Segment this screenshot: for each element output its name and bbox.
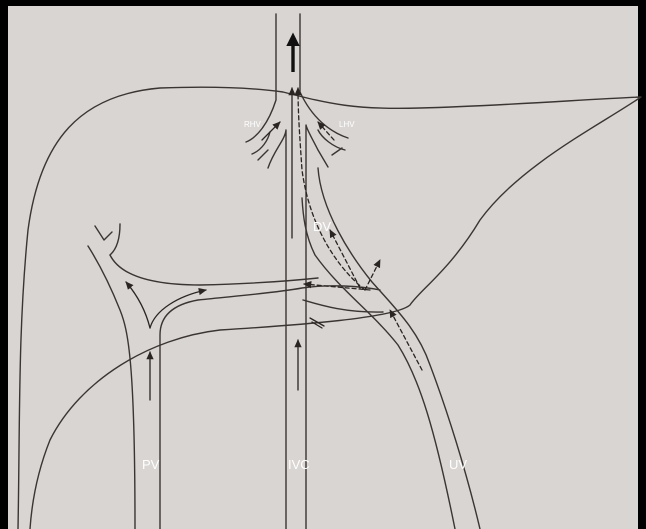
paper-background (8, 6, 638, 529)
rhv-label: RHV (244, 120, 262, 129)
lhv-label: LHV (339, 120, 355, 129)
uv-label: UV (449, 457, 467, 472)
dv-label: DV (313, 219, 331, 234)
ivc-label: IVC (288, 457, 310, 472)
pv-label: PV (142, 457, 160, 472)
